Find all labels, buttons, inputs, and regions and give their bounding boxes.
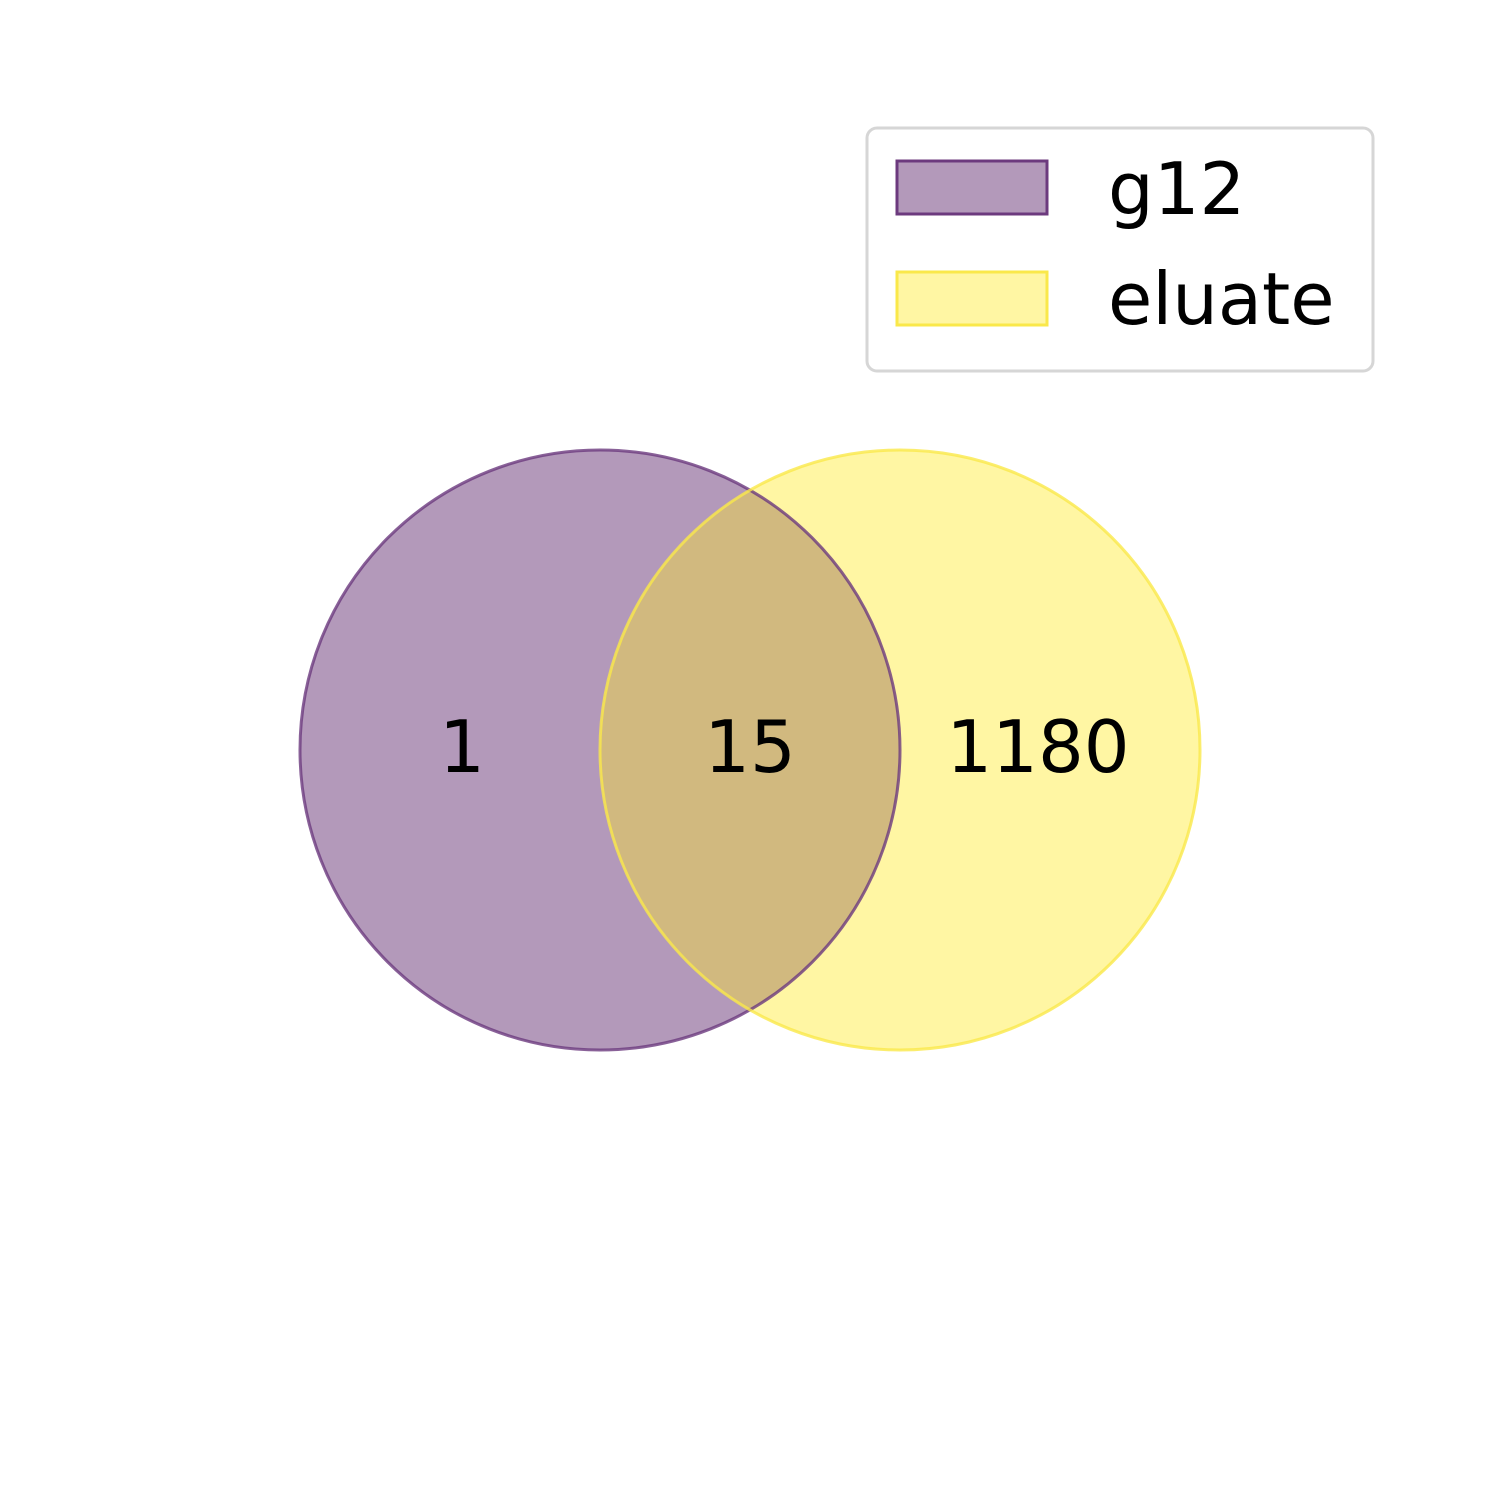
set-eluate-outline <box>598 448 1202 1052</box>
overlap-count: 15 <box>704 705 796 789</box>
legend-swatch-eluate-border <box>895 270 1049 327</box>
legend-swatch-g12 <box>897 161 1047 214</box>
legend-swatch-eluate <box>897 272 1047 325</box>
g12-only-count: 1 <box>439 705 485 789</box>
legend-label-eluate: eluate <box>1108 257 1335 341</box>
overlap-region <box>600 450 900 1050</box>
legend: g12 eluate <box>865 126 1375 373</box>
legend-label-g12: g12 <box>1108 147 1245 231</box>
eluate-only-count: 1180 <box>946 705 1129 789</box>
set-g12-outline <box>298 448 902 1052</box>
legend-swatch-g12-border <box>895 159 1049 216</box>
